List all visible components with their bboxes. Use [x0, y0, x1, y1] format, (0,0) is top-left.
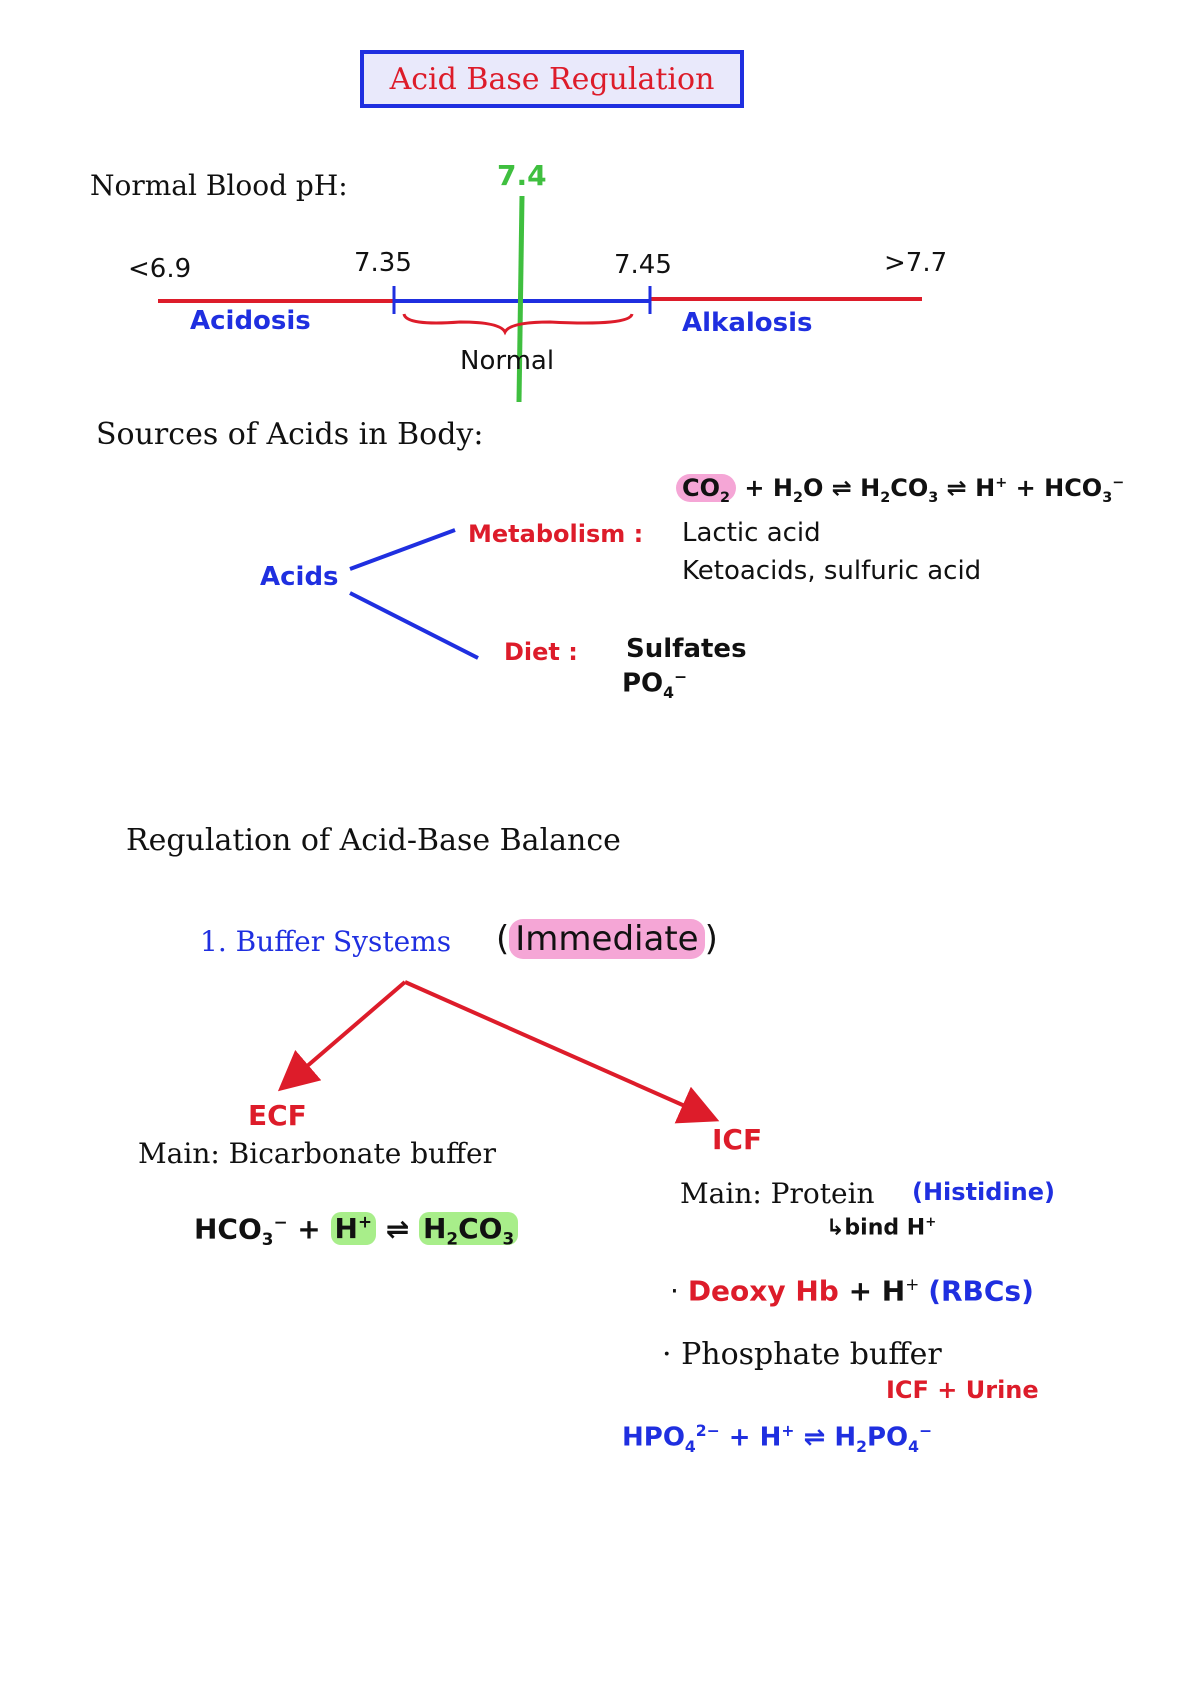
diet-label: Diet :: [504, 638, 578, 666]
deoxy-hb-label: Deoxy Hb: [687, 1274, 839, 1308]
ecf-label: ECF: [248, 1099, 307, 1132]
metabolism-label: Metabolism :: [468, 520, 644, 548]
ph-tick-low: 7.35: [354, 248, 412, 278]
immediate-highlight: Immediate: [509, 919, 705, 959]
page-title-text: Acid Base Regulation: [389, 61, 715, 97]
phosphate-equation: HPO42− + H+ ⇌ H2PO4−: [622, 1422, 933, 1456]
buffer-to-icf-arrow: [404, 980, 720, 1124]
ph-tick-high: 7.45: [614, 250, 672, 280]
ecf-main: Main: Bicarbonate buffer: [138, 1137, 497, 1170]
ph-center-value: 7.4: [497, 159, 547, 192]
acids-to-diet-line: [349, 591, 479, 660]
diet-item-2: PO4−: [622, 668, 688, 702]
normal-label: Normal: [460, 346, 555, 376]
acids-label: Acids: [260, 562, 339, 592]
icf-label: ICF: [712, 1123, 763, 1156]
bind-h-label: ↳bind H+: [826, 1215, 937, 1241]
ph-7-4-marker-line: [516, 195, 525, 403]
ph-tick-low-extreme: <6.9: [128, 254, 192, 284]
bicarbonate-equation: HCO3− + H+ ⇌ H2CO3: [194, 1212, 519, 1248]
buffer-systems-label: 1. Buffer Systems: [200, 925, 452, 958]
metabolism-item-1: Lactic acid: [682, 518, 821, 548]
icf-urine-label: ICF + Urine: [886, 1376, 1039, 1404]
diet-item-1: Sulfates: [626, 634, 747, 664]
acidosis-label: Acidosis: [190, 306, 311, 336]
normal-brace: [402, 313, 634, 336]
metabolism-item-2: Ketoacids, sulfuric acid: [682, 556, 982, 586]
deoxy-hb-line: · Deoxy Hb + H+ (RBCs): [670, 1274, 1034, 1308]
page-title: Acid Base Regulation: [360, 50, 744, 108]
sources-heading: Sources of Acids in Body:: [96, 417, 484, 452]
rbcs-label: (RBCs): [928, 1274, 1034, 1308]
h-plus-highlight: H+: [330, 1212, 377, 1246]
phosphate-buffer-label: · Phosphate buffer: [662, 1337, 942, 1372]
co2-highlight: CO2: [676, 474, 737, 505]
ph-heading: Normal Blood pH:: [90, 169, 348, 202]
carbonic-acid-highlight: H2CO3: [418, 1212, 519, 1247]
alkalosis-label: Alkalosis: [682, 308, 813, 338]
ph-tick-high-extreme: >7.7: [884, 248, 948, 278]
buffer-to-ecf-arrow: [277, 980, 407, 1092]
icf-main: Main: Protein: [680, 1177, 875, 1210]
acids-to-metabolism-line: [349, 528, 456, 571]
immediate-label: (Immediate): [496, 919, 718, 959]
regulation-heading: Regulation of Acid-Base Balance: [126, 823, 621, 858]
histidine-label: (Histidine): [912, 1178, 1056, 1206]
carbonic-equation: CO2 + H2O ⇌ H2CO3 ⇌ H+ + HCO3−: [676, 474, 1124, 505]
